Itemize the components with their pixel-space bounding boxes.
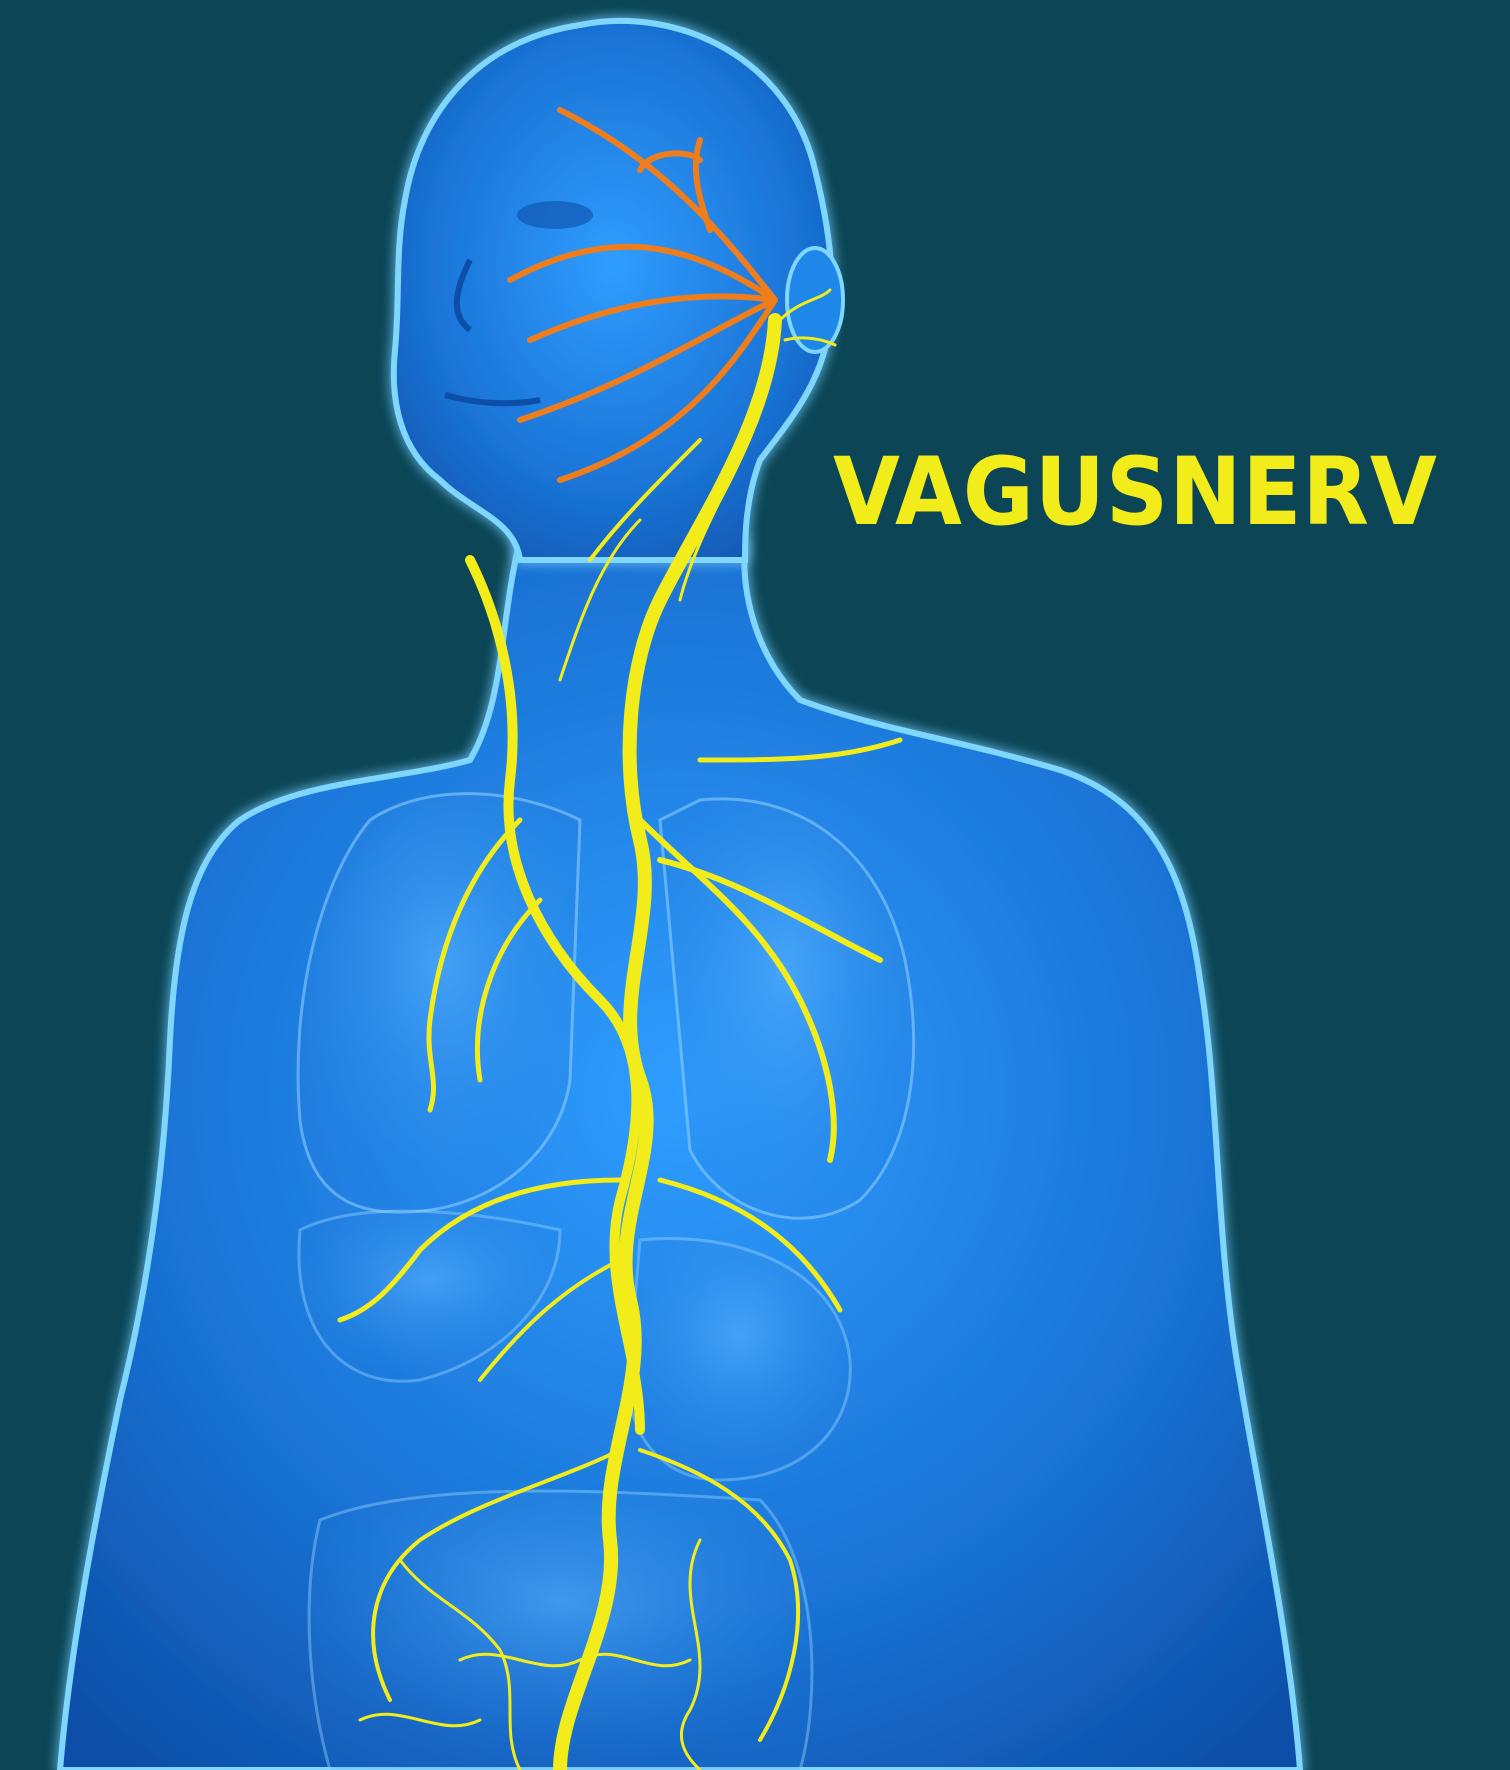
- headline: VAGUSNERV: [833, 438, 1440, 548]
- human-body: [60, 21, 1300, 1770]
- eye: [517, 201, 593, 229]
